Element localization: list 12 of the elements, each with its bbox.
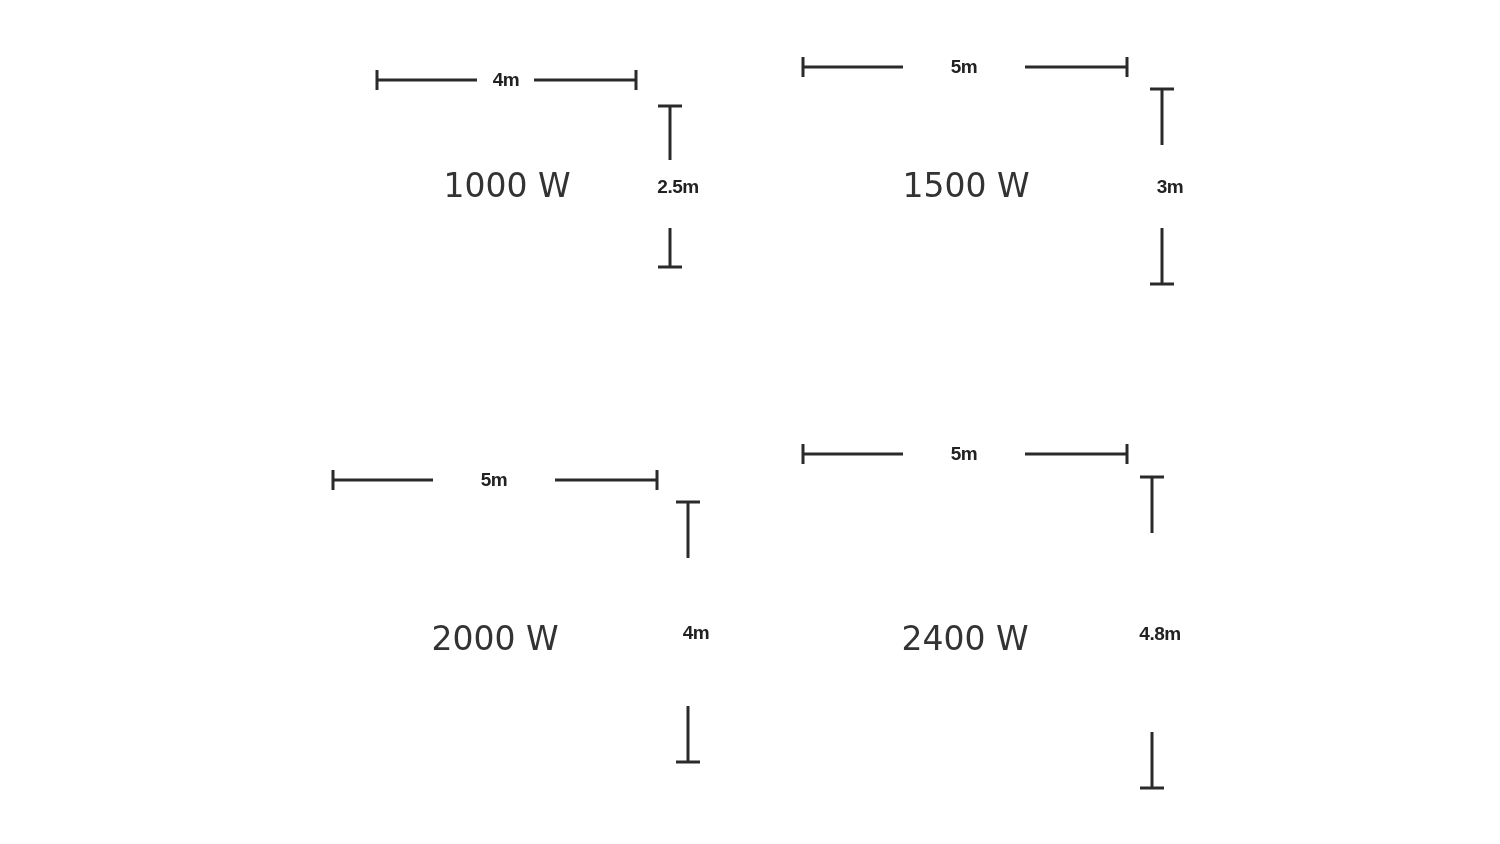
dimension-label: 5m	[950, 443, 978, 465]
dimension-label: 3m	[1156, 176, 1184, 198]
power-label: 1500 W	[902, 165, 1030, 205]
dimension-label: 4.8m	[1139, 623, 1181, 645]
dimension-label: 4m	[682, 622, 710, 644]
dimension-label: 5m	[950, 56, 978, 78]
power-label: 2400 W	[901, 618, 1029, 658]
power-label: 2000 W	[431, 618, 559, 658]
dimension-label: 5m	[480, 469, 508, 491]
dimension-label: 2.5m	[657, 176, 699, 198]
dimension-label: 4m	[492, 69, 520, 91]
power-label: 1000 W	[443, 165, 571, 205]
